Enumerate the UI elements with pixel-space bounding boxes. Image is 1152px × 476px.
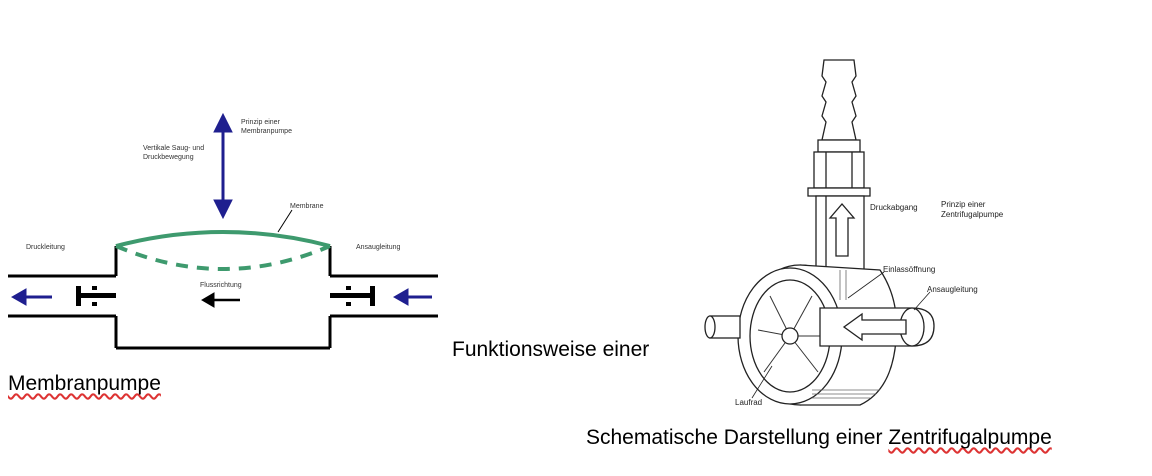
flow-direction-label: Flussrichtung xyxy=(200,282,242,289)
outlet-label: Druckabgang xyxy=(870,203,918,212)
function-caption: Funktionsweise einer xyxy=(452,338,650,361)
pressure-line-label: Druckleitung xyxy=(26,244,65,251)
membrane-top xyxy=(115,230,331,248)
membrane-label: Membrane xyxy=(290,203,324,210)
membrane-caption: Membranpumpe xyxy=(8,372,161,396)
vertical-motion-label: Vertikale Saug- und Druckbewegung xyxy=(143,145,205,161)
centrifugal-suction-label: Ansaugleitung xyxy=(927,285,978,294)
right-valve xyxy=(330,286,375,306)
centrifugal-principle-label: Prinzip einer Zentrifugalpumpe xyxy=(941,200,1004,219)
impeller-label: Laufrad xyxy=(735,398,763,407)
centrifugal-caption: Schematische Darstellung einer Zentrifug… xyxy=(586,426,1052,450)
vertical-motion-arrow xyxy=(213,112,233,220)
left-valve xyxy=(76,286,116,306)
membrane-principle-label: Prinzip einer Membranpumpe xyxy=(241,119,292,135)
suction-line-label: Ansaugleitung xyxy=(356,244,401,251)
centrifugal-caption-prefix: Schematische Darstellung einer xyxy=(586,426,889,449)
membrane-bottom-dashed xyxy=(115,244,331,271)
centrifugal-caption-word: Zentrifugalpumpe xyxy=(888,426,1052,449)
inlet-opening-label: Einlassöffnung xyxy=(883,265,936,274)
flow-arrows xyxy=(10,288,432,308)
membrane-caption-text: Membranpumpe xyxy=(8,372,161,395)
